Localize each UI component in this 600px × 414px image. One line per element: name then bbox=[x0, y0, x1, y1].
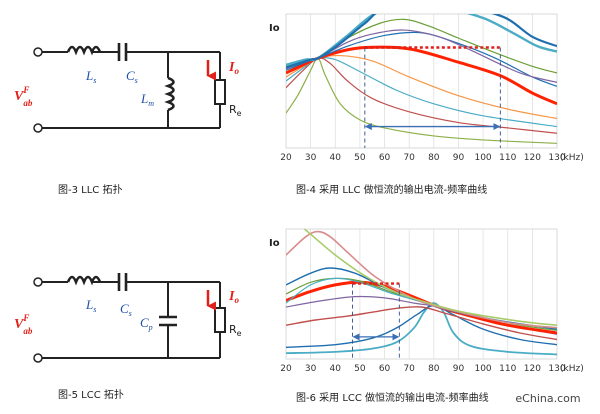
load-resistor-symbol bbox=[214, 79, 226, 105]
lcc-topology-caption: 图-5 LCC 拓扑 bbox=[58, 388, 124, 401]
series-line-9 bbox=[286, 230, 557, 329]
x-tick-label: 50 bbox=[354, 364, 366, 374]
input-terminal-top bbox=[33, 277, 43, 287]
series-capacitor-label: Cs bbox=[120, 301, 132, 318]
series-line-1 bbox=[286, 57, 557, 144]
x-tick-label: 120 bbox=[524, 364, 541, 374]
x-tick-label: 70 bbox=[403, 364, 415, 374]
input-terminal-top bbox=[33, 47, 43, 57]
x-tick-label: 30 bbox=[305, 153, 317, 163]
x-tick-label: 70 bbox=[403, 153, 415, 163]
lcc-chart-caption: 图-6 采用 LCC 做恒流的输出电流-频率曲线 bbox=[296, 391, 489, 404]
series-capacitor-label: Cs bbox=[126, 68, 138, 85]
load-resistor-symbol bbox=[214, 307, 226, 333]
x-tick-label: 120 bbox=[524, 153, 541, 163]
x-tick-label: 50 bbox=[354, 153, 366, 163]
parallel-capacitor-label: Cp bbox=[140, 315, 153, 332]
series-line-2 bbox=[286, 305, 557, 348]
x-tick-label: 130 bbox=[548, 153, 565, 163]
series-line-3 bbox=[286, 306, 557, 341]
output-current-label: Io bbox=[228, 289, 239, 305]
series-inductor-symbol bbox=[66, 45, 102, 56]
parallel-capacitor-symbol bbox=[159, 315, 177, 327]
series-inductor-label: Ls bbox=[85, 68, 96, 85]
magnetizing-inductor-symbol bbox=[164, 76, 175, 112]
x-tick-label: 40 bbox=[330, 364, 342, 374]
llc-topology-caption: 图-3 LLC 拓扑 bbox=[58, 183, 122, 196]
series-capacitor-symbol bbox=[117, 43, 128, 61]
x-tick-label: 110 bbox=[499, 153, 516, 163]
x-tick-label: 60 bbox=[379, 153, 391, 163]
x-tick-label: 40 bbox=[330, 153, 342, 163]
series-group bbox=[286, 229, 557, 356]
x-tick-label: 20 bbox=[280, 153, 292, 163]
series-line-1 bbox=[286, 302, 557, 356]
y-axis-label: Io bbox=[269, 238, 280, 249]
x-tick-label: 80 bbox=[428, 364, 440, 374]
series-inductor-label: Ls bbox=[85, 297, 96, 314]
output-current-label: Io bbox=[228, 60, 239, 76]
x-tick-label: 90 bbox=[453, 153, 465, 163]
magnetizing-inductor-label: Lm bbox=[140, 91, 154, 108]
load-resistor-label: Re bbox=[229, 323, 242, 338]
series-group bbox=[286, 14, 557, 144]
load-resistor-label: Re bbox=[229, 103, 242, 118]
x-tick-label: 80 bbox=[428, 153, 440, 163]
watermark: eChina.com bbox=[515, 392, 580, 405]
y-axis-label: Io bbox=[269, 23, 280, 34]
x-tick-label: 100 bbox=[474, 153, 491, 163]
llc-chart-caption: 图-4 采用 LLC 做恒流的输出电流-频率曲线 bbox=[296, 183, 487, 196]
x-tick-label: 130 bbox=[548, 364, 565, 374]
x-tick-label: 100 bbox=[474, 364, 491, 374]
input-terminal-bottom bbox=[33, 123, 43, 133]
series-line-10 bbox=[303, 229, 557, 326]
x-tick-label: 90 bbox=[453, 364, 465, 374]
x-unit-label: (kHz) bbox=[560, 153, 584, 163]
series-line-10 bbox=[286, 14, 557, 69]
x-tick-label: 60 bbox=[379, 364, 391, 374]
x-unit-label: (kHz) bbox=[560, 364, 584, 374]
series-capacitor-symbol bbox=[117, 273, 128, 291]
x-tick-label: 20 bbox=[280, 364, 292, 374]
x-tick-label: 110 bbox=[499, 364, 516, 374]
series-inductor-symbol bbox=[66, 275, 102, 286]
x-tick-label: 30 bbox=[305, 364, 317, 374]
llc-frequency-chart: 20 30 40 50 60 70 80 90 100 110 120 130(kHz) Io bbox=[269, 13, 584, 163]
input-terminal-bottom bbox=[33, 353, 43, 363]
lcc-frequency-chart: 20 30 40 50 60 70 80 90 100 110 120 130(kHz) Io bbox=[269, 228, 584, 374]
